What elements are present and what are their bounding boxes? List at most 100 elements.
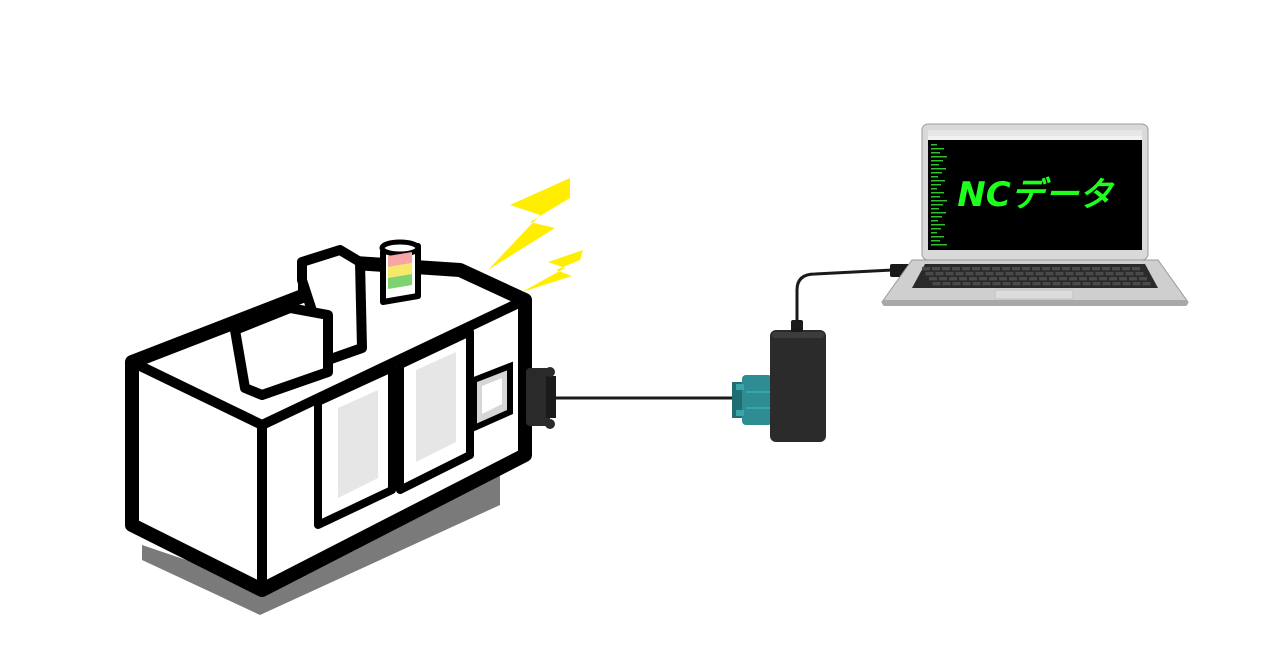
keyboard-key bbox=[1115, 272, 1124, 276]
code-line bbox=[931, 144, 937, 146]
keyboard-key bbox=[1109, 277, 1117, 281]
code-line bbox=[931, 192, 944, 194]
tool-block bbox=[230, 303, 333, 400]
keyboard-key bbox=[942, 282, 951, 286]
keyboard-key bbox=[1089, 277, 1097, 281]
code-lines bbox=[931, 144, 947, 246]
lightning-bolt-small bbox=[522, 250, 583, 292]
keyboard-key bbox=[1079, 277, 1087, 281]
keyboard-key bbox=[962, 282, 971, 286]
keyboard-key bbox=[925, 272, 934, 276]
keyboard-key bbox=[929, 277, 937, 281]
keyboard-key bbox=[1042, 267, 1050, 271]
code-line bbox=[931, 220, 938, 222]
keyboard-key bbox=[985, 272, 994, 276]
keyboard-key bbox=[1012, 267, 1020, 271]
keyboard-key bbox=[1002, 282, 1011, 286]
keyboard-key bbox=[982, 267, 990, 271]
keyboard-key bbox=[1082, 267, 1090, 271]
code-line bbox=[931, 172, 942, 174]
keyboard-key bbox=[932, 267, 940, 271]
keyboard-key bbox=[1032, 267, 1040, 271]
usb-cable bbox=[795, 268, 893, 322]
laptop-touchpad bbox=[994, 289, 1074, 300]
keyboard-key bbox=[945, 272, 954, 276]
code-line bbox=[931, 156, 947, 158]
keyboard-key bbox=[1072, 282, 1081, 286]
keyboard-key bbox=[1069, 277, 1077, 281]
keyboard-key bbox=[1092, 282, 1101, 286]
keyboard-key bbox=[1052, 282, 1061, 286]
machine-door-right bbox=[396, 328, 474, 494]
signal-light-green bbox=[388, 274, 412, 289]
rs232-plug bbox=[732, 375, 772, 425]
keyboard-key bbox=[1032, 282, 1041, 286]
keyboard-key bbox=[1045, 272, 1054, 276]
keyboard-key bbox=[1105, 272, 1114, 276]
keyboard-key bbox=[1065, 272, 1074, 276]
keyboard-key bbox=[1125, 272, 1134, 276]
keyboard-key bbox=[952, 282, 961, 286]
keyboard-key bbox=[922, 267, 930, 271]
keyboard-key bbox=[1049, 277, 1057, 281]
keyboard-key bbox=[1122, 282, 1131, 286]
keyboard-key bbox=[1142, 282, 1151, 286]
code-line bbox=[931, 212, 946, 214]
keyboard-key bbox=[1099, 277, 1107, 281]
machine-door-left bbox=[314, 364, 396, 529]
keyboard-key bbox=[1102, 282, 1111, 286]
keyboard-key bbox=[949, 277, 957, 281]
keyboard-key bbox=[1005, 272, 1014, 276]
code-line bbox=[931, 224, 945, 226]
keyboard-keys bbox=[922, 267, 1151, 286]
cnc-machine bbox=[125, 239, 556, 615]
keyboard-key bbox=[1059, 277, 1067, 281]
lightning-bolt-large bbox=[488, 178, 570, 270]
keyboard-key bbox=[979, 277, 987, 281]
code-line bbox=[931, 152, 940, 154]
keyboard-key bbox=[1122, 267, 1130, 271]
laptop-screen bbox=[928, 130, 1142, 250]
machine-port-connector bbox=[526, 367, 556, 429]
signal-tower bbox=[379, 239, 421, 305]
keyboard-key bbox=[982, 282, 991, 286]
signal-light-red bbox=[388, 252, 412, 267]
keyboard-key bbox=[972, 267, 980, 271]
keyboard-key bbox=[1019, 277, 1027, 281]
lightning-bolt-icon bbox=[488, 178, 583, 292]
keyboard-key bbox=[1112, 282, 1121, 286]
code-line bbox=[931, 232, 937, 234]
keyboard-key bbox=[1055, 272, 1064, 276]
keyboard-key bbox=[1139, 277, 1147, 281]
keyboard-key bbox=[972, 282, 981, 286]
code-line bbox=[931, 160, 943, 162]
code-line bbox=[931, 148, 944, 150]
keyboard-key bbox=[1012, 282, 1021, 286]
keyboard-key bbox=[1029, 277, 1037, 281]
keyboard-key bbox=[1085, 272, 1094, 276]
code-line bbox=[931, 208, 939, 210]
keyboard-key bbox=[1042, 282, 1051, 286]
keyboard-key bbox=[975, 272, 984, 276]
keyboard-key bbox=[955, 272, 964, 276]
keyboard-key bbox=[1002, 267, 1010, 271]
keyboard-key bbox=[1022, 282, 1031, 286]
keyboard-key bbox=[1072, 267, 1080, 271]
keyboard-key bbox=[1022, 267, 1030, 271]
keyboard-key bbox=[1095, 272, 1104, 276]
keyboard-key bbox=[1015, 272, 1024, 276]
keyboard-key bbox=[1075, 272, 1084, 276]
code-line bbox=[931, 244, 947, 246]
nc-data-label: NCデータ bbox=[957, 175, 1114, 215]
keyboard-key bbox=[1052, 267, 1060, 271]
keyboard-key bbox=[942, 267, 950, 271]
keyboard-key bbox=[1082, 282, 1091, 286]
code-line bbox=[931, 204, 943, 206]
keyboard-key bbox=[959, 277, 967, 281]
keyboard-key bbox=[962, 267, 970, 271]
signal-light-yellow bbox=[388, 263, 412, 278]
code-line bbox=[931, 200, 947, 202]
keyboard-key bbox=[1112, 267, 1120, 271]
keyboard-key bbox=[1092, 267, 1100, 271]
code-line bbox=[931, 180, 945, 182]
